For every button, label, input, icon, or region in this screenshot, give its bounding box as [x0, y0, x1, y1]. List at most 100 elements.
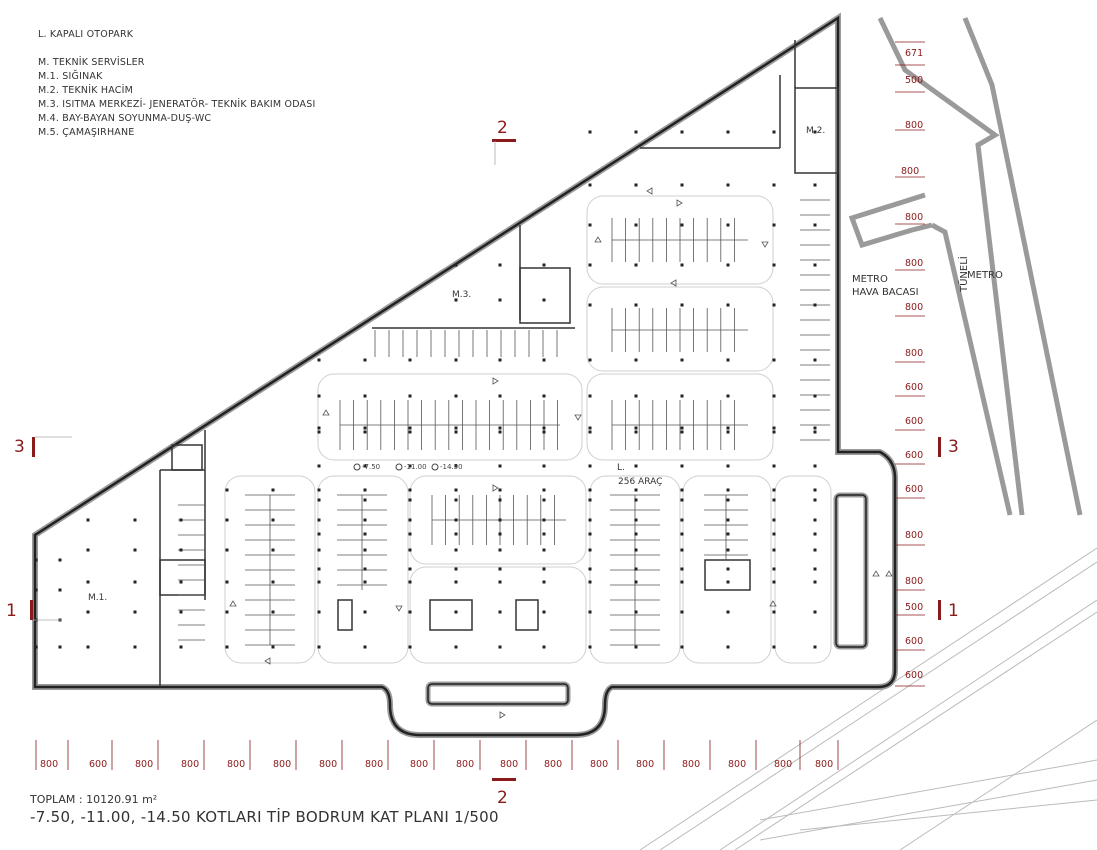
legend-line: M.2. TEKNİK HACİM: [38, 85, 133, 96]
column: [408, 426, 412, 430]
column: [317, 358, 321, 362]
column: [225, 548, 229, 552]
column: [363, 394, 367, 398]
column: [772, 223, 776, 227]
column: [588, 488, 592, 492]
column: [634, 303, 638, 307]
column: [680, 464, 684, 468]
metro-shaft-label: METRO: [852, 274, 888, 285]
column: [498, 498, 502, 502]
column: [498, 358, 502, 362]
metro-tunnel-label: TÜNELİ: [957, 256, 970, 293]
column: [634, 183, 638, 187]
column: [408, 498, 412, 502]
column: [179, 548, 183, 552]
column: [498, 610, 502, 614]
column: [498, 567, 502, 571]
drive-aisles: [224, 195, 832, 664]
column: [813, 183, 817, 187]
structural-columns: [34, 130, 817, 649]
column: [772, 548, 776, 552]
column: [680, 358, 684, 362]
column: [363, 430, 367, 434]
column: [542, 610, 546, 614]
column: [271, 580, 275, 584]
column: [588, 567, 592, 571]
column: [588, 263, 592, 267]
column: [726, 580, 730, 584]
legend-line: M. TEKNİK SERVİSLER: [38, 57, 145, 68]
column: [726, 303, 730, 307]
dimension-label: 800: [135, 759, 153, 770]
column: [813, 548, 817, 552]
column: [680, 532, 684, 536]
column: [680, 518, 684, 522]
dimension-label: 800: [319, 759, 337, 770]
column: [363, 610, 367, 614]
dimension-label: 800: [227, 759, 245, 770]
legend-line: M.1. SIĞINAK: [38, 71, 103, 82]
column: [498, 580, 502, 584]
column: [588, 358, 592, 362]
column: [772, 426, 776, 430]
column: [179, 610, 183, 614]
column: [454, 567, 458, 571]
column: [726, 567, 730, 571]
metro-tunnel: [877, 16, 1083, 516]
dimension-label: 800: [905, 530, 923, 541]
ramps: [425, 492, 869, 707]
column: [408, 430, 412, 434]
column: [271, 488, 275, 492]
column: [498, 263, 502, 267]
column: [726, 498, 730, 502]
column: [363, 488, 367, 492]
column: [34, 645, 38, 649]
column: [179, 518, 183, 522]
column: [317, 488, 321, 492]
dimension-label: 800: [682, 759, 700, 770]
column: [813, 223, 817, 227]
column: [542, 430, 546, 434]
column: [86, 645, 90, 649]
column: [588, 645, 592, 649]
dimensions-bottom: 800 600 800 800 800 800 800 800 800 800 …: [35, 740, 839, 770]
dimension-label: 600: [905, 416, 923, 427]
column: [408, 645, 412, 649]
column: [680, 263, 684, 267]
column: [772, 183, 776, 187]
column: [58, 558, 62, 562]
column: [498, 488, 502, 492]
column: [634, 223, 638, 227]
column: [542, 498, 546, 502]
column: [634, 567, 638, 571]
column: [813, 518, 817, 522]
column: [542, 358, 546, 362]
dimension-label: 800: [905, 302, 923, 313]
column: [133, 580, 137, 584]
column: [813, 610, 817, 614]
interior-walls: [159, 40, 839, 687]
column: [680, 567, 684, 571]
column: [726, 183, 730, 187]
column: [772, 303, 776, 307]
column: [542, 298, 546, 302]
column: [34, 588, 38, 592]
column: [86, 610, 90, 614]
column: [179, 645, 183, 649]
column: [726, 430, 730, 434]
column: [408, 358, 412, 362]
column: [225, 488, 229, 492]
dimension-label: 800: [500, 759, 518, 770]
column: [58, 645, 62, 649]
column: [726, 532, 730, 536]
direction-arrows: [229, 187, 893, 719]
column: [363, 358, 367, 362]
column: [634, 263, 638, 267]
column: [133, 548, 137, 552]
column: [133, 610, 137, 614]
column: [634, 532, 638, 536]
column: [813, 488, 817, 492]
section-mark-top: 2: [497, 118, 508, 138]
column: [225, 518, 229, 522]
parking-capacity: 256 ARAÇ: [618, 477, 662, 487]
